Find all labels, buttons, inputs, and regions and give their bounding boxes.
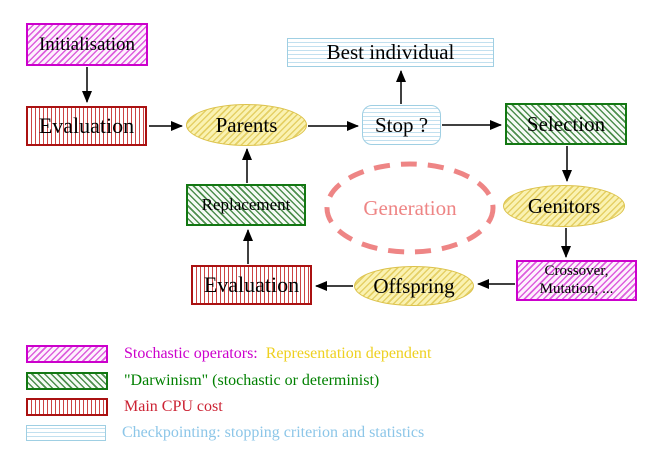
node-genitors: Genitors — [503, 185, 625, 227]
node-label: Best individual — [326, 40, 455, 64]
node-stop: Stop ? — [362, 105, 441, 145]
legend-label: Checkpointing: stopping criterion and st… — [122, 424, 425, 441]
legend-label-secondary: Representation dependent — [257, 345, 432, 362]
node-label-line2: Mutation, ... — [539, 280, 614, 297]
legend-label: Stochastic operators: — [124, 345, 258, 362]
legend-swatch-green-hatch — [26, 372, 108, 390]
node-label: Parents — [215, 112, 278, 137]
node-label: Evaluation — [203, 272, 300, 297]
legend-item-main-cpu-cost: Main CPU cost — [26, 398, 223, 416]
node-selection: Selection — [505, 103, 627, 145]
node-label: Offspring — [373, 273, 455, 298]
node-generation-label: Generation — [325, 163, 495, 253]
node-label: Replacement — [201, 195, 291, 214]
legend-label: "Darwinism" (stochastic or determinist) — [124, 372, 380, 389]
node-offspring: Offspring — [354, 266, 474, 306]
legend-item-checkpointing: Checkpointing: stopping criterion and st… — [26, 424, 424, 442]
node-replacement: Replacement — [186, 184, 306, 226]
node-label: Generation — [363, 195, 457, 220]
node-evaluation-top: Evaluation — [26, 106, 147, 146]
legend-item-darwinism: "Darwinism" (stochastic or determinist) — [26, 372, 379, 390]
legend-label: Main CPU cost — [124, 398, 223, 415]
node-crossover-mutation: Crossover, Mutation, ... — [516, 260, 637, 301]
node-label: Initialisation — [38, 33, 136, 55]
legend-swatch-magenta-hatch — [26, 345, 108, 363]
legend-swatch-cyan-stripes — [26, 425, 106, 441]
node-initialisation: Initialisation — [26, 23, 148, 66]
node-label: Selection — [526, 111, 606, 136]
node-label-line1: Crossover, — [544, 263, 609, 280]
node-best-individual: Best individual — [287, 38, 494, 67]
legend-item-stochastic-operators: Stochastic operators: Representation dep… — [26, 345, 431, 363]
legend-swatch-red-stripes — [26, 398, 108, 416]
node-label: Stop ? — [374, 112, 429, 137]
node-parents: Parents — [186, 104, 307, 146]
node-label: Genitors — [527, 193, 601, 218]
node-evaluation-bottom: Evaluation — [191, 265, 312, 305]
node-label: Evaluation — [38, 113, 135, 138]
